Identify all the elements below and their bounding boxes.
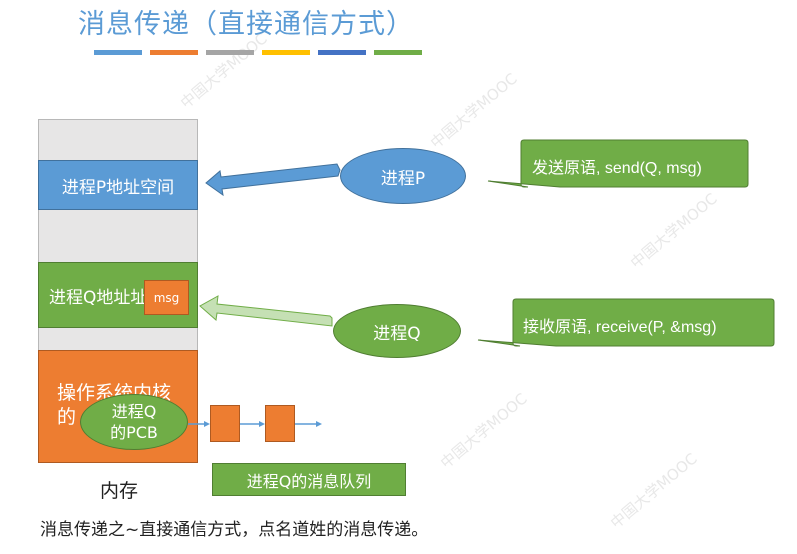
message-queue-label-text: 进程Q的消息队列 <box>246 471 372 491</box>
pcb-line1: 进程Q <box>111 402 157 421</box>
title-bar-1 <box>94 50 142 55</box>
pcb-line2: 的PCB <box>110 423 158 442</box>
queue-arrowhead-3 <box>316 421 322 427</box>
process-q-space-label: 进程Q地址址 <box>49 287 148 308</box>
receive-callout-text: 接收原语, receive(P, &msg) <box>523 319 717 336</box>
queue-arrowhead-2 <box>259 421 265 427</box>
msg-label: msg <box>153 290 180 305</box>
msg-box: msg <box>144 280 189 315</box>
process-p-space-label: 进程P地址空间 <box>61 177 175 198</box>
title-bar-6 <box>374 50 422 55</box>
title-bar-2 <box>150 50 198 55</box>
send-callout <box>487 139 749 188</box>
os-kernel-line2: 的 <box>57 406 77 428</box>
caption: 消息传递之~直接通信方式，点名道姓的消息传递。 <box>40 520 429 540</box>
process-q-label: 进程Q <box>373 323 421 344</box>
page-title: 消息传递（直接通信方式） <box>78 9 414 40</box>
title-bar-5 <box>318 50 366 55</box>
process-p-label: 进程P <box>380 168 426 189</box>
message-queue-label: 进程Q的消息队列 <box>212 463 406 496</box>
send-callout-text: 发送原语, send(Q, msg) <box>532 160 702 177</box>
process-q-pcb: 进程Q 的PCB <box>80 394 188 450</box>
process-q-ellipse: 进程Q <box>333 304 461 358</box>
receive-callout <box>477 298 775 347</box>
title-bar-3 <box>206 50 254 55</box>
receive-arrow <box>199 295 333 327</box>
queue-node-1 <box>210 405 240 442</box>
send-arrow <box>205 163 341 197</box>
queue-node-2 <box>265 405 295 442</box>
queue-arrowhead-1 <box>204 421 210 427</box>
process-p-ellipse: 进程P <box>340 148 466 204</box>
memory-label: 内存 <box>100 480 139 502</box>
title-bar-4 <box>262 50 310 55</box>
process-p-address-space: 进程P地址空间 <box>38 160 198 210</box>
